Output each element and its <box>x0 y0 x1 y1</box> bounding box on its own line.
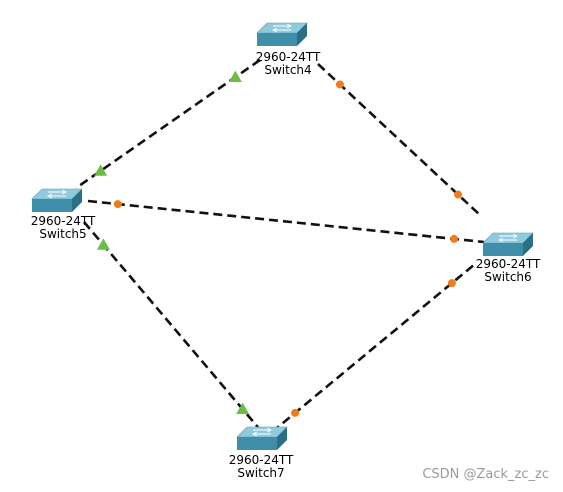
switch6-switch-icon[interactable] <box>482 232 534 256</box>
switch6-name: Switch6 <box>484 270 532 284</box>
switch5-model: 2960-24TT <box>30 214 96 228</box>
switch5-name: Switch5 <box>39 227 87 241</box>
switch5-label: 2960-24TT Switch5 <box>18 215 108 241</box>
links-layer <box>75 58 485 434</box>
csdn-watermark: CSDN @Zack_zc_zc <box>422 467 549 482</box>
port-switch5-link0-up-triangle-icon <box>94 164 108 176</box>
devices-layer <box>31 22 534 450</box>
switch7-name: Switch7 <box>237 466 285 480</box>
port-switch4-link1-down-dot-icon <box>335 80 344 89</box>
port-switch6-link2-down-dot-icon <box>450 234 459 243</box>
link-switch4-switch6[interactable] <box>317 63 481 216</box>
switch6-label: 2960-24TT Switch6 <box>463 258 553 284</box>
port-switch7-link4-down-dot-icon <box>291 408 300 417</box>
port-switch5-link2-down-dot-icon <box>113 200 122 209</box>
port-switch7-link3-up-triangle-icon <box>236 402 250 414</box>
port-switch6-link1-down-dot-icon <box>454 190 463 199</box>
switch6-model: 2960-24TT <box>475 257 541 271</box>
link-switch5-switch6[interactable] <box>87 199 485 244</box>
link-switch5-switch7[interactable] <box>83 221 263 433</box>
switch4-name: Switch4 <box>264 63 312 77</box>
port-switch6-link4-down-dot-icon <box>447 279 456 288</box>
port-switch5-link3-up-triangle-icon <box>96 238 110 250</box>
switch7-model: 2960-24TT <box>228 453 294 467</box>
switch7-switch-icon[interactable] <box>236 426 288 450</box>
switch4-switch-icon[interactable] <box>256 22 308 46</box>
switch5-switch-icon[interactable] <box>31 188 83 212</box>
switch4-model: 2960-24TT <box>255 50 321 64</box>
port-markers-layer <box>94 70 463 417</box>
switch4-label: 2960-24TT Switch4 <box>243 51 333 77</box>
link-switch4-switch5[interactable] <box>75 58 261 190</box>
port-switch4-link0-up-triangle-icon <box>228 70 242 83</box>
switch7-label: 2960-24TT Switch7 <box>216 454 306 480</box>
link-switch7-switch6[interactable] <box>271 262 476 434</box>
